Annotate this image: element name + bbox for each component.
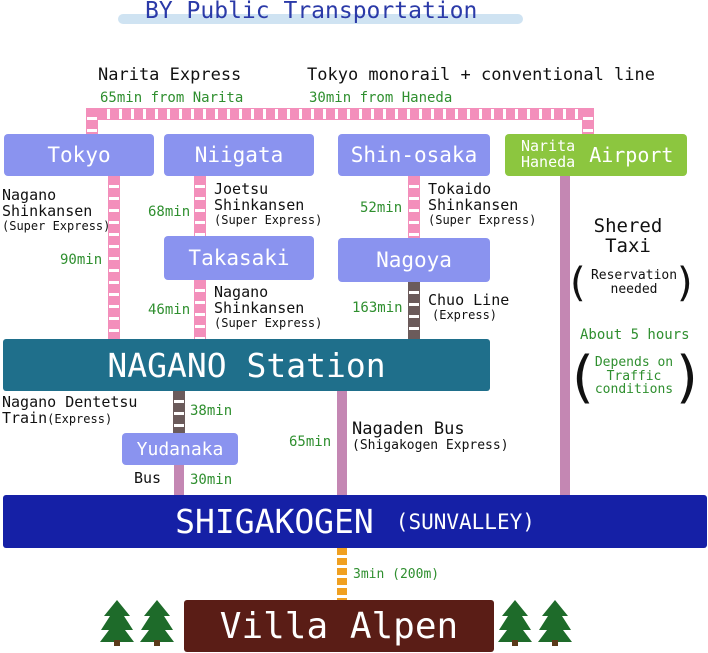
page-title: BY Public Transportation (145, 0, 478, 24)
tokyo-nagano-rail (108, 176, 120, 339)
niigata-takasaki-rail (194, 176, 206, 236)
label-nagano-shinkansen-takasaki: Nagano Shinkansen (Super Express) (214, 283, 323, 330)
airport-rail-left-drop (86, 108, 98, 134)
station-shigakogen: SHIGAKOGEN (SUNVALLEY) (3, 495, 707, 548)
tree-icon (538, 600, 572, 646)
airport-haneda-label: Haneda (521, 153, 576, 171)
shigakogen-label: SHIGAKOGEN (175, 502, 374, 541)
time-tokyo-nagano: 90min (60, 252, 103, 268)
tree-icon (498, 600, 532, 646)
station-niigata: Niigata (164, 134, 314, 176)
time-nagoya-nagano: 163min (352, 300, 403, 316)
label-taxi: Shered Taxi (593, 215, 663, 257)
taxi-note-paren-left: ( (570, 260, 586, 306)
time-nagano-yudanaka: 38min (190, 403, 233, 419)
station-yudanaka: Yudanaka (122, 433, 238, 465)
walk-path (337, 548, 347, 600)
time-takasaki-nagano: 46min (148, 302, 191, 318)
label-nagaden-bus: Nagaden Bus (Shigakogen Express) (352, 419, 509, 453)
villa-alpen: Villa Alpen (184, 600, 494, 652)
time-taxi: About 5 hours (580, 327, 690, 343)
nagano-yudanaka-rail (173, 391, 185, 433)
haneda-time-label: 30min from Haneda (309, 90, 453, 106)
airport-rail-horizontal (86, 108, 594, 120)
label-nagano-shinkansen-tokyo: Nagano Shinkansen (Super Express) (2, 186, 111, 233)
station-shin-osaka: Shin-osaka (338, 134, 490, 176)
shinosaka-nagoya-rail (408, 176, 420, 238)
narita-time-label: 65min from Narita (100, 90, 244, 106)
time-walk: 3min (200m) (353, 567, 440, 582)
label-bus: Bus (134, 469, 162, 487)
time-niigata-takasaki: 68min (148, 204, 191, 220)
monorail-label: Tokyo monorail + conventional line (307, 65, 655, 85)
airport-rail-right-drop (582, 108, 594, 134)
taxi-cond-paren-right: ) (676, 345, 698, 410)
label-taxi-conditions: Depends on Traffic conditions (594, 355, 674, 398)
tree-icon (100, 600, 134, 646)
time-nagaden-bus: 65min (289, 434, 332, 450)
takasaki-nagano-rail (194, 280, 206, 339)
station-tokyo: Tokyo (4, 134, 154, 176)
label-chuo-line: Chuo Line (Express) (428, 291, 510, 322)
label-tokaido-shinkansen: Tokaido Shinkansen (Super Express) (428, 180, 537, 227)
nagaden-bus-road (337, 391, 347, 495)
sunvalley-label: (SUNVALLEY) (395, 509, 535, 534)
label-taxi-note: Reservation needed (590, 268, 678, 297)
taxi-cond-paren-left: ( (572, 345, 594, 410)
nagoya-nagano-rail (408, 282, 420, 339)
time-shinosaka-nagoya: 52min (360, 200, 403, 216)
station-nagano: NAGANO Station (3, 339, 490, 391)
yudanaka-shigakogen-bus-road (174, 465, 184, 495)
title-underline (118, 14, 523, 24)
station-airport: Narita Haneda Airport (505, 134, 687, 176)
label-joetsu-shinkansen: Joetsu Shinkansen (Super Express) (214, 180, 323, 227)
time-yudanaka-shigakogen: 30min (190, 472, 233, 488)
taxi-note-paren-right: ) (677, 260, 693, 306)
narita-express-label: Narita Express (98, 65, 242, 85)
airport-narita-label: Narita (521, 137, 576, 156)
station-nagoya: Nagoya (338, 238, 490, 282)
station-takasaki: Takasaki (164, 236, 314, 280)
taxi-road (560, 176, 570, 495)
label-nagano-dentetsu: Nagano Dentetsu Train(Express) (2, 393, 138, 427)
airport-label: Airport (589, 143, 674, 167)
tree-icon (140, 600, 174, 646)
